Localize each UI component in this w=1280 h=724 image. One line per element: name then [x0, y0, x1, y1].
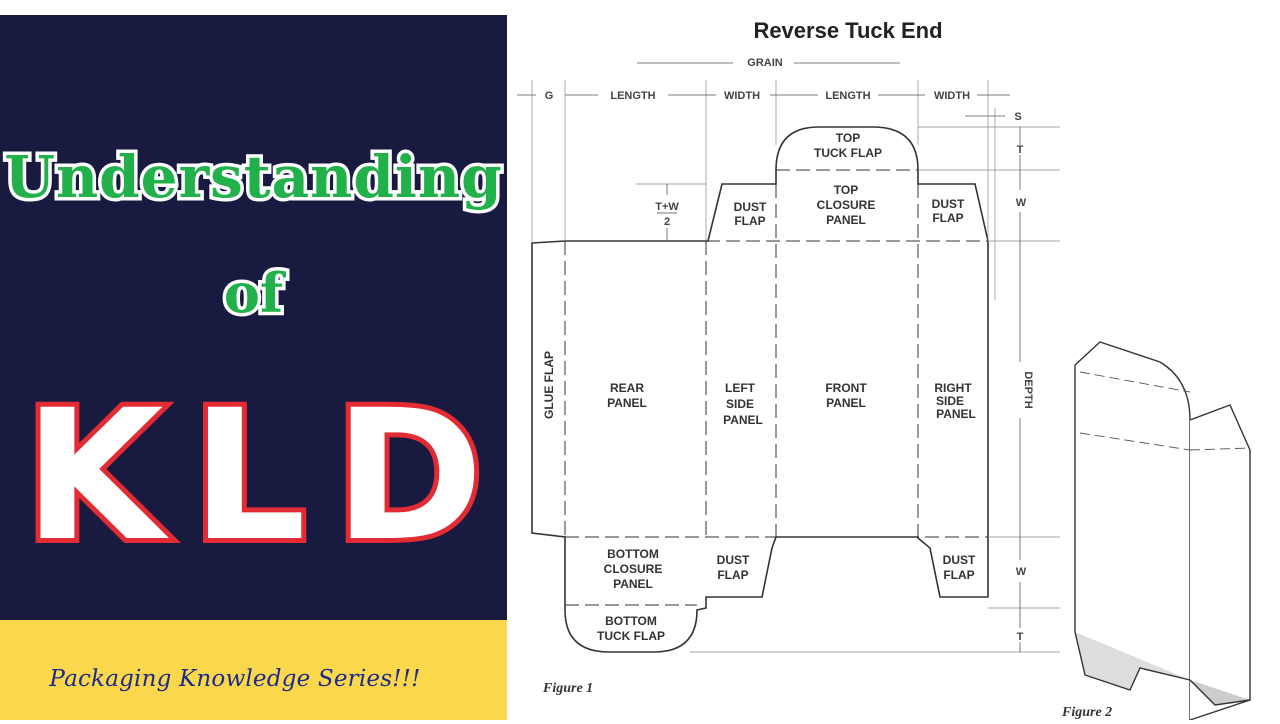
bottom-tuck-line2: TUCK FLAP	[597, 629, 665, 643]
dim-width-2: WIDTH	[934, 90, 970, 102]
front-panel-line2: PANEL	[826, 396, 866, 410]
figure2-box	[1074, 341, 1251, 721]
top-closure-line3: PANEL	[826, 213, 866, 227]
dim-depth: DEPTH	[1022, 371, 1034, 408]
title-understanding: Understanding	[1, 140, 505, 215]
left-side-line2: SIDE	[726, 397, 754, 411]
top-closure-line2: CLOSURE	[817, 198, 876, 212]
title-panel: Understanding of KLD	[0, 15, 507, 620]
rear-panel-line2: PANEL	[607, 396, 647, 410]
grain-label: GRAIN	[747, 57, 783, 69]
right-side-line3: PANEL	[936, 407, 976, 421]
dust-flap-br-line1: DUST	[943, 553, 976, 567]
dim-t-bottom: T	[1017, 631, 1024, 643]
dim-w-top: W	[1016, 197, 1027, 209]
dim-g: G	[545, 90, 554, 102]
title-of: of	[220, 258, 286, 329]
top-tuck-line1: TOP	[836, 131, 860, 145]
right-side-line2: SIDE	[936, 394, 964, 408]
dust-flap-bl-line2: FLAP	[717, 568, 748, 582]
dim-tw-top: T+W	[655, 201, 679, 213]
series-banner	[0, 620, 507, 720]
glue-flap-label: GLUE FLAP	[542, 351, 556, 419]
dust-flap-tl-line2: FLAP	[734, 214, 765, 228]
dieline-diagram: Reverse Tuck End GRAIN G LENGTH WIDTH LE…	[507, 0, 1280, 721]
right-side-line1: RIGHT	[934, 381, 972, 395]
top-closure-line1: TOP	[834, 183, 858, 197]
dim-w-bottom: W	[1016, 566, 1027, 578]
dust-flap-tr-line2: FLAP	[932, 211, 963, 225]
bottom-closure-line1: BOTTOM	[607, 547, 659, 561]
left-side-line3: PANEL	[723, 413, 763, 427]
rear-panel-line1: REAR	[610, 381, 644, 395]
front-panel-line1: FRONT	[825, 381, 867, 395]
bottom-closure-line2: CLOSURE	[604, 562, 663, 576]
dim-tw-bottom: 2	[664, 216, 670, 228]
dieline-outline	[531, 126, 989, 653]
dust-flap-tr-line1: DUST	[932, 197, 965, 211]
bottom-tuck-line1: BOTTOM	[605, 614, 657, 628]
dim-width-1: WIDTH	[724, 90, 760, 102]
figure2-caption: Figure 2	[1061, 705, 1112, 720]
dust-flap-tl-line1: DUST	[734, 200, 767, 214]
dim-t-top: T	[1017, 144, 1024, 156]
title-kld: KLD	[19, 372, 512, 581]
series-label: Packaging Knowledge Series!!!	[49, 666, 421, 692]
left-side-line1: LEFT	[725, 381, 756, 395]
dust-flap-br-line2: FLAP	[943, 568, 974, 582]
figure1-caption: Figure 1	[542, 681, 593, 696]
dim-length-2: LENGTH	[825, 90, 870, 102]
diagram-title: Reverse Tuck End	[753, 18, 942, 43]
top-tuck-line2: TUCK FLAP	[814, 146, 882, 160]
dieline-svg: Reverse Tuck End GRAIN G LENGTH WIDTH LE…	[517, 18, 1251, 721]
dust-flap-bl-line1: DUST	[717, 553, 750, 567]
dim-length-1: LENGTH	[610, 90, 655, 102]
bottom-closure-line3: PANEL	[613, 577, 653, 591]
dim-s: S	[1014, 111, 1021, 123]
